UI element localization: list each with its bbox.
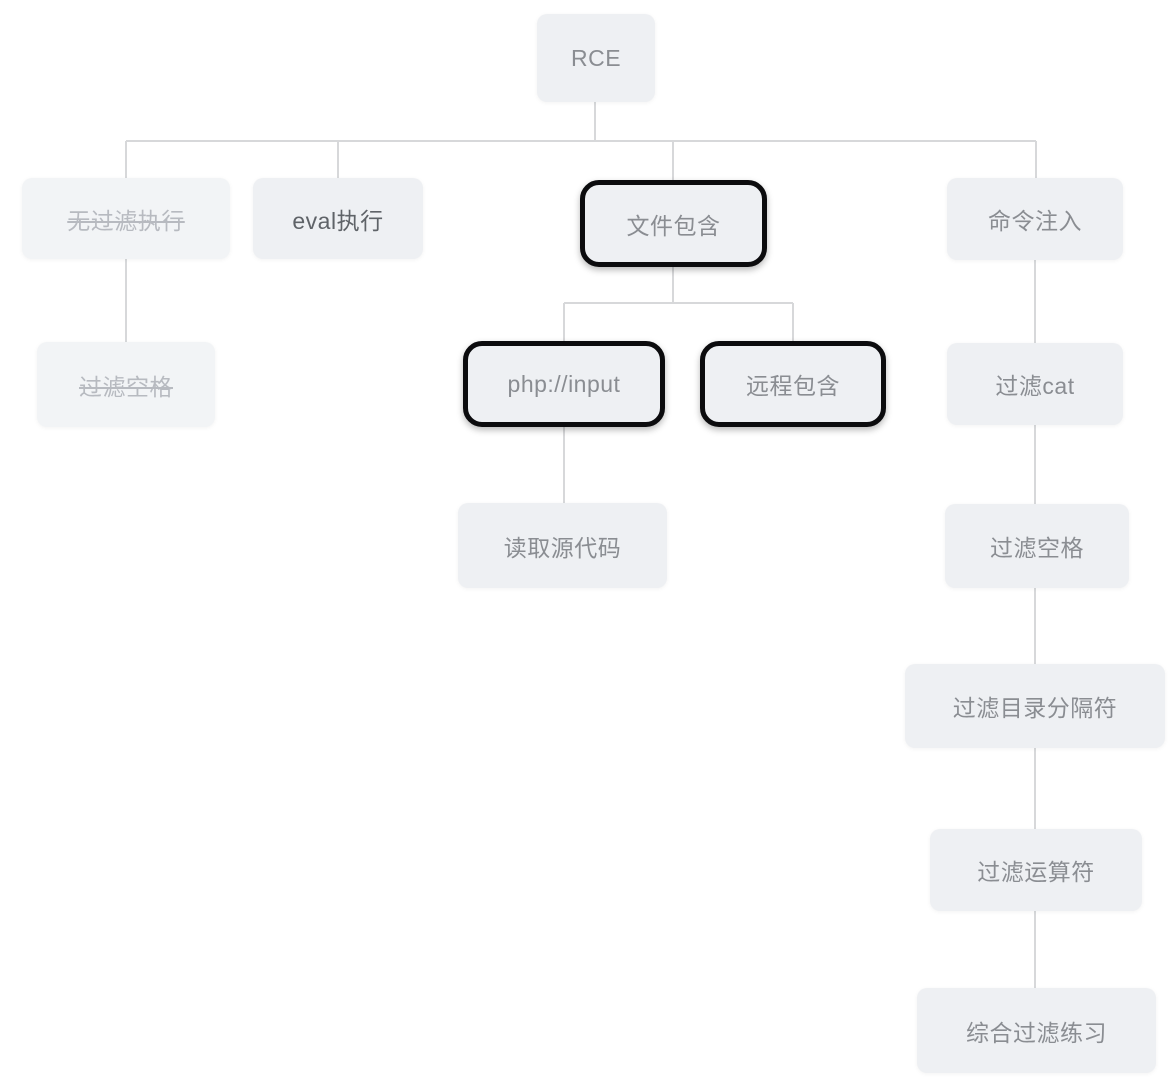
node-remote-include[interactable]: 远程包含 [700,341,886,427]
node-label: 远程包含 [746,373,840,399]
node-label: 过滤空格 [990,535,1084,561]
node-label: 过滤cat [995,373,1075,399]
node-label: 过滤空格 [79,373,173,400]
node-label: 过滤运算符 [977,859,1095,885]
node-label: 命令注入 [988,208,1082,234]
node-label: 文件包含 [626,212,721,239]
node-label: php://input [507,370,621,397]
node-filter-cat[interactable]: 过滤cat [947,343,1123,425]
node-label: eval执行 [292,207,384,234]
node-php-input[interactable]: php://input [463,341,665,427]
node-filter-dir-sep[interactable]: 过滤目录分隔符 [905,664,1165,748]
node-filter-operator[interactable]: 过滤运算符 [930,829,1142,911]
node-read-source[interactable]: 读取源代码 [458,503,667,588]
node-label: 无过滤执行 [67,207,185,234]
node-file-include[interactable]: 文件包含 [580,180,767,267]
node-no-filter-exec[interactable]: 无过滤执行 [22,178,230,259]
node-filter-space-right[interactable]: 过滤空格 [945,504,1129,588]
node-cmd-inject[interactable]: 命令注入 [947,178,1123,260]
node-label: 综合过滤练习 [966,1019,1107,1046]
node-label: RCE [570,44,622,71]
node-eval-exec[interactable]: eval执行 [253,178,423,259]
node-combined-filter[interactable]: 综合过滤练习 [917,988,1156,1073]
node-label: 过滤目录分隔符 [952,695,1118,721]
node-label: 读取源代码 [503,534,622,561]
node-rce[interactable]: RCE [537,14,655,102]
node-filter-space-left[interactable]: 过滤空格 [37,342,215,427]
